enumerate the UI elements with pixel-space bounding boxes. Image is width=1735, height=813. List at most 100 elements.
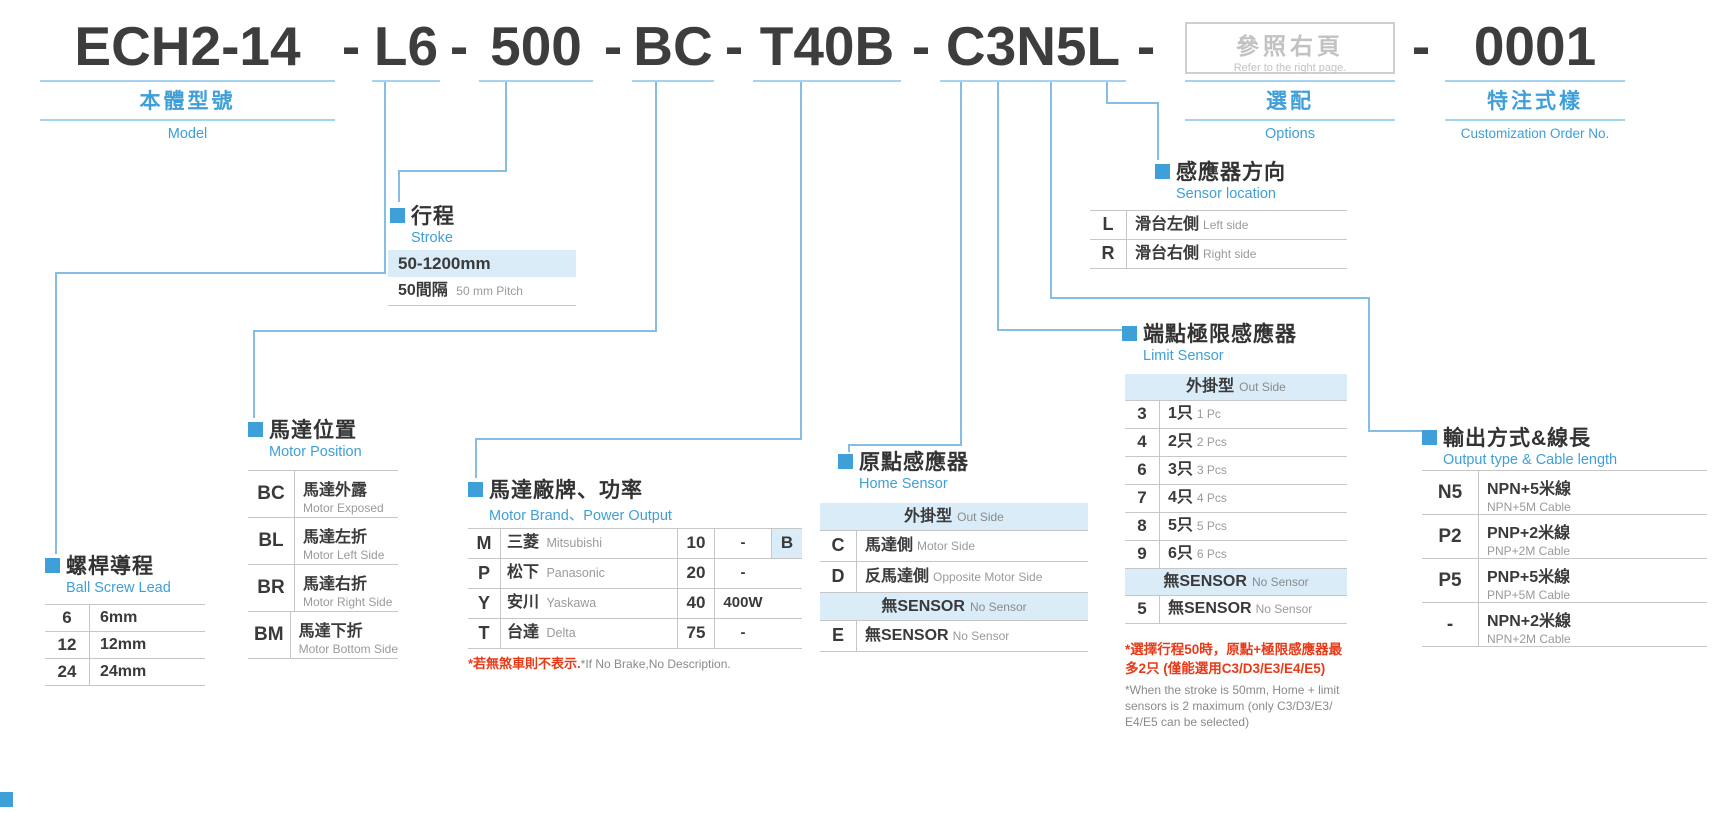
power-code: 40: [678, 589, 715, 618]
power-watt: 400W: [723, 594, 763, 611]
brand-code: M: [468, 529, 501, 558]
table-row: BL 馬達左折 Motor Left Side: [248, 518, 398, 565]
model-label: 本體型號 Model: [40, 80, 335, 142]
code-segment-position: BC: [633, 15, 713, 77]
segment-underline: [632, 80, 714, 82]
position-code: BR: [248, 565, 295, 611]
section-bullet-icon: [1155, 163, 1170, 179]
code-dash: -: [1411, 15, 1431, 77]
table-row: M 三菱 Mitsubishi 10 - B: [468, 529, 802, 559]
brand-name: 松下 Panasonic: [501, 559, 678, 588]
section-title-zh: 輸出方式&線長: [1443, 427, 1592, 450]
position-code: BC: [248, 471, 295, 517]
options-box-text: 參照右頁: [1236, 33, 1344, 59]
lead-code: 24: [45, 659, 90, 685]
power-watt: -: [740, 624, 746, 641]
section-title-en: Output type & Cable length: [1443, 452, 1618, 468]
code-segment-lead: L6: [373, 15, 439, 77]
table-row: P2 PNP+2米線 PNP+2M Cable: [1422, 515, 1707, 559]
section-title-zh: 行程: [411, 205, 455, 228]
position-desc: 馬達左折 Motor Left Side: [303, 529, 385, 562]
sensor-location-title: 感應器方向 Sensor location: [1155, 158, 1286, 202]
motor-brand-title: 馬達廠牌、功率 Motor Brand、Power Output: [468, 476, 672, 525]
section-bullet-icon: [838, 453, 853, 469]
section-bullet-icon: [390, 207, 405, 223]
stroke-title: 行程 Stroke: [390, 202, 455, 246]
section-title-zh: 感應器方向: [1176, 161, 1286, 184]
connector-line: [384, 82, 386, 272]
section-title-en: Home Sensor: [859, 476, 948, 492]
section-title-zh: 馬達廠牌、功率: [489, 479, 643, 502]
table-row: N5 NPN+5米線 NPN+5M Cable: [1422, 471, 1707, 515]
home-sensor-code: D: [820, 562, 857, 592]
page-corner-mark: [0, 792, 13, 807]
connector-line: [848, 444, 962, 446]
section-title-en: Motor Brand、Power Output: [489, 508, 672, 524]
connector-line: [848, 444, 850, 452]
connector-line: [1368, 430, 1422, 432]
table-row: BM 馬達下折 Motor Bottom Side: [248, 612, 398, 659]
brand-name: 台達 Delta: [501, 619, 678, 648]
section-bullet-icon: [248, 421, 263, 437]
power-watt: -: [740, 564, 746, 581]
home-sensor-code: E: [820, 621, 857, 651]
connector-line: [55, 272, 57, 554]
lead-value: 24mm: [100, 663, 147, 680]
connector-line: [960, 82, 962, 444]
lead-code: 6: [45, 605, 90, 631]
position-code: BL: [248, 518, 295, 564]
table-row: T 台達 Delta 75 -: [468, 619, 802, 649]
connector-line: [475, 438, 477, 478]
connector-line: [1050, 297, 1370, 299]
section-title-en: Ball Screw Lead: [66, 580, 171, 596]
label-divider: [1185, 119, 1395, 121]
stroke-range-row: 50-1200mm: [388, 250, 576, 277]
segment-underline: [479, 80, 593, 82]
code-segment-order-no: 0001: [1473, 15, 1597, 77]
options-box-subtext: Refer to the right page.: [1233, 62, 1347, 74]
connector-line: [505, 82, 507, 170]
connector-line: [1050, 82, 1052, 297]
home-sensor-title: 原點感應器 Home Sensor: [838, 448, 969, 492]
brake-note-zh: *若無煞車則不表示.: [468, 656, 581, 671]
brand-name: 三菱 Mitsubishi: [501, 529, 678, 558]
connector-line: [55, 272, 386, 274]
section-title-en: Motor Position: [269, 444, 362, 460]
options-label-zh: 選配: [1266, 90, 1314, 113]
options-box: 參照右頁 Refer to the right page.: [1185, 22, 1395, 74]
table-row: P5 PNP+5米線 PNP+5M Cable: [1422, 559, 1707, 603]
output-type-table: N5 NPN+5米線 NPN+5M Cable P2 PNP+2米線 PNP+2…: [1422, 470, 1707, 647]
label-divider: [1185, 80, 1395, 82]
connector-line: [997, 329, 1122, 331]
position-desc: 馬達外露 Motor Exposed: [303, 482, 384, 515]
position-desc: 馬達下折 Motor Bottom Side: [298, 623, 398, 656]
limit-sensor-code: 6: [1125, 457, 1160, 484]
power-watt: -: [740, 534, 746, 551]
sensor-location-code: L: [1090, 211, 1127, 239]
limit-sensor-code: 4: [1125, 429, 1160, 456]
customization-label: 特注式樣 Customization Order No.: [1445, 80, 1625, 141]
brand-name: 安川 Yaskawa: [501, 589, 678, 618]
stroke-table: 50-1200mm 50間隔 50 mm Pitch: [388, 250, 576, 306]
power-code: 20: [678, 559, 715, 588]
motor-position-table: BC 馬達外露 Motor Exposed BL 馬達左折 Motor Left…: [248, 470, 398, 659]
section-title-en: Limit Sensor: [1143, 348, 1224, 364]
section-title-zh: 螺桿導程: [66, 555, 154, 578]
position-code: BM: [248, 612, 291, 658]
limit-sensor-code: 7: [1125, 485, 1160, 512]
options-label-en: Options: [1265, 126, 1315, 142]
